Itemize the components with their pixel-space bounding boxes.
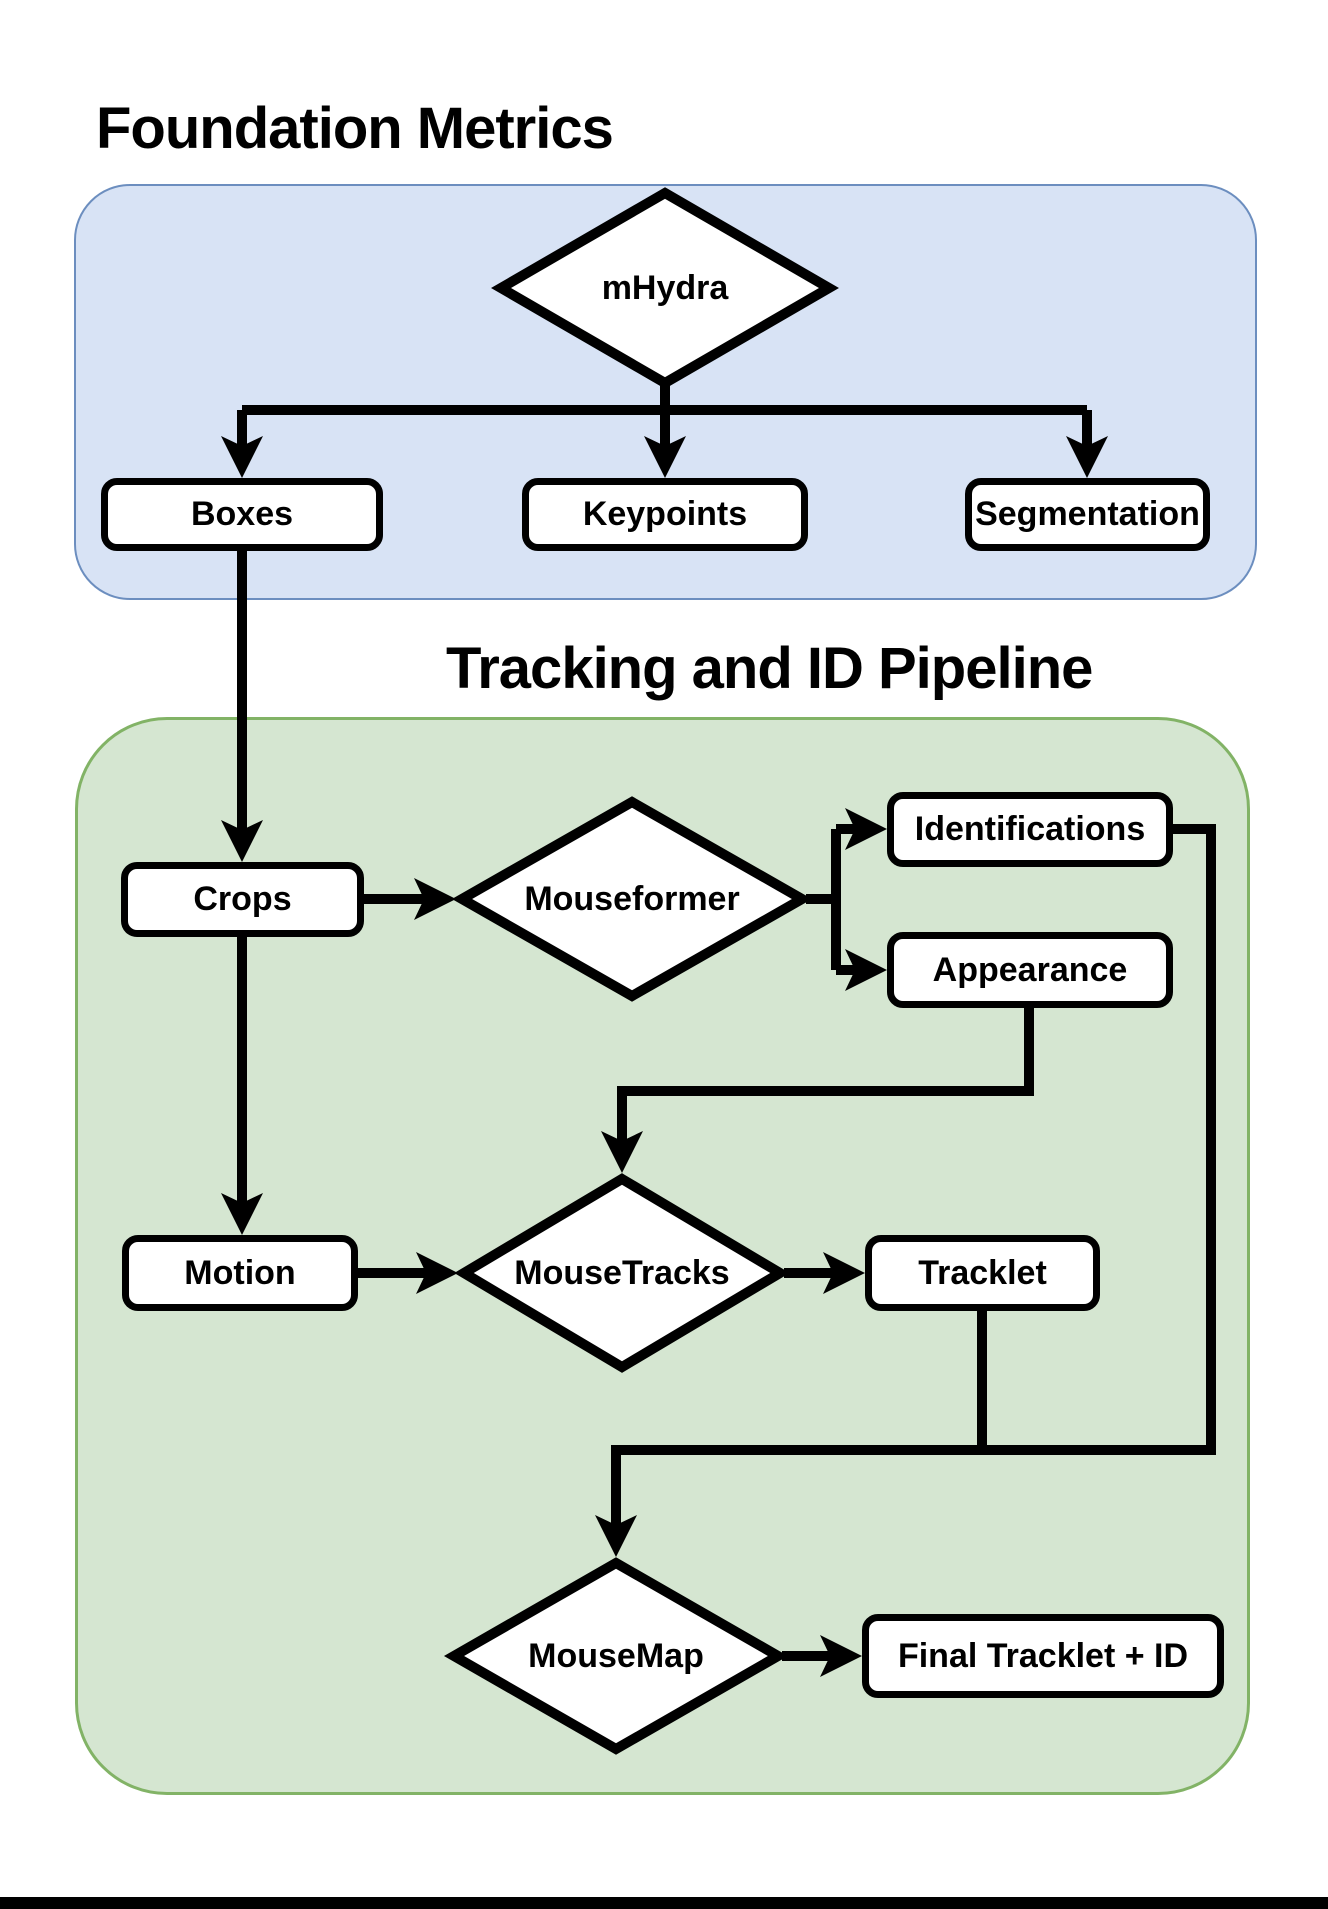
node-mhydra: mHydra [491, 187, 839, 389]
node-motion: Motion [122, 1235, 358, 1311]
mousemap-label: MouseMap [528, 1636, 704, 1675]
node-appearance: Appearance [887, 932, 1173, 1008]
mhydra-diamond-shape [491, 187, 839, 389]
tracking-pipeline-title: Tracking and ID Pipeline [446, 636, 1093, 701]
mousemap-diamond-shape [443, 1557, 789, 1755]
mousetracks-label: MouseTracks [514, 1253, 730, 1292]
node-final-tracklet-id: Final Tracklet + ID [862, 1614, 1224, 1698]
mhydra-label: mHydra [601, 268, 729, 307]
node-keypoints: Keypoints [522, 478, 808, 551]
mouseformer-label: Mouseformer [524, 879, 740, 918]
mouseformer-diamond-shape [451, 796, 813, 1002]
bottom-border-bar [0, 1897, 1328, 1909]
foundation-metrics-title: Foundation Metrics [96, 96, 614, 161]
node-identifications: Identifications [887, 792, 1173, 867]
node-crops: Crops [121, 862, 364, 937]
node-mousemap: MouseMap [443, 1557, 789, 1755]
node-tracklet: Tracklet [865, 1235, 1100, 1311]
node-boxes: Boxes [101, 478, 383, 551]
node-mouseformer: Mouseformer [451, 796, 813, 1002]
mousetracks-diamond-shape [454, 1173, 790, 1373]
node-mousetracks: MouseTracks [454, 1173, 790, 1373]
node-segmentation: Segmentation [965, 478, 1210, 551]
